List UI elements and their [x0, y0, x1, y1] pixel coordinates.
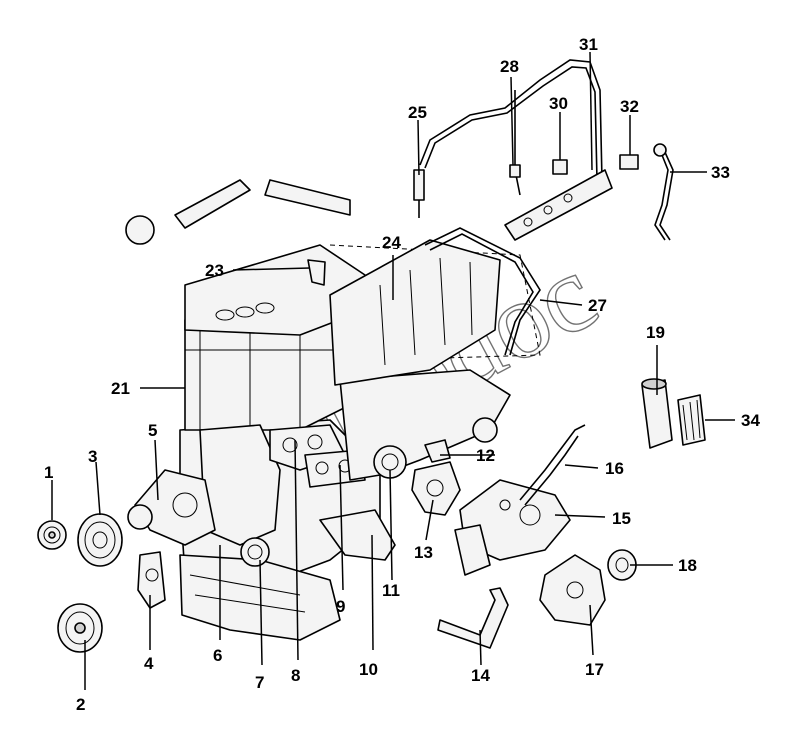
callout-30: 30	[549, 94, 568, 113]
part-15-injection-pump	[454, 479, 571, 576]
part-25-glow-plug	[413, 169, 425, 218]
callout-8: 8	[291, 666, 300, 685]
callout-34: 34	[741, 411, 760, 430]
callout-32: 32	[620, 97, 639, 116]
callout-2: 2	[76, 695, 85, 714]
part-13-thermostat-housing	[411, 461, 461, 516]
callout-7: 7	[255, 673, 264, 692]
callout-12: 12	[476, 446, 495, 465]
part-34-filter-element	[677, 394, 706, 446]
callout-24: 24	[382, 233, 401, 252]
callout-25: 25	[408, 103, 427, 122]
part-33-return-pipe	[653, 143, 674, 241]
callout-11: 11	[382, 581, 400, 600]
callout-4: 4	[144, 654, 154, 673]
callout-18: 18	[678, 556, 697, 575]
callout-33: 33	[711, 163, 730, 182]
part-10-engine-mount	[319, 509, 396, 561]
callout-1: 1	[44, 463, 53, 482]
part-7-camshaft-gear	[240, 537, 270, 567]
callout-14: 14	[471, 666, 490, 685]
part-1-idler-pulley	[37, 520, 67, 550]
part-24-intake-plenum	[329, 239, 501, 386]
callout-21: 21	[111, 379, 130, 398]
callout-13: 13	[414, 543, 433, 562]
part-4-tensioner	[137, 551, 166, 609]
part-16-pipe	[519, 424, 586, 506]
callout-23: 23	[205, 261, 224, 280]
callout-16: 16	[605, 459, 624, 478]
callout-6: 6	[213, 646, 222, 665]
callouts: 1 2 3 4 5 6 7 8 9 10 11 12 13 14 15 16 1…	[44, 35, 760, 714]
part-3-crankshaft-pulley	[77, 513, 123, 567]
part-30-union-nut	[552, 159, 568, 175]
callout-17: 17	[585, 660, 604, 679]
part-28-injector-pipe	[509, 90, 521, 196]
part-5-water-pump	[127, 469, 216, 546]
callout-3: 3	[88, 447, 97, 466]
part-17-vacuum-pump	[539, 554, 606, 626]
callout-28: 28	[500, 57, 519, 76]
callout-19: 19	[646, 323, 665, 342]
leader-lines	[51, 51, 735, 690]
callout-10: 10	[359, 660, 378, 679]
part-12-sensor	[424, 439, 451, 463]
egr-pipes	[125, 179, 351, 245]
callout-15: 15	[612, 509, 631, 528]
part-23-sensor	[307, 259, 326, 286]
part-2-pulley	[57, 603, 103, 653]
callout-9: 9	[336, 597, 345, 616]
callout-31: 31	[579, 35, 598, 54]
part-27-breather-tube	[424, 227, 541, 356]
part-31-fuel-rail	[419, 59, 613, 241]
part-14-hose	[437, 587, 509, 649]
callout-27: 27	[588, 296, 607, 315]
part-32-pressure-sensor	[619, 154, 639, 170]
callout-5: 5	[148, 421, 157, 440]
